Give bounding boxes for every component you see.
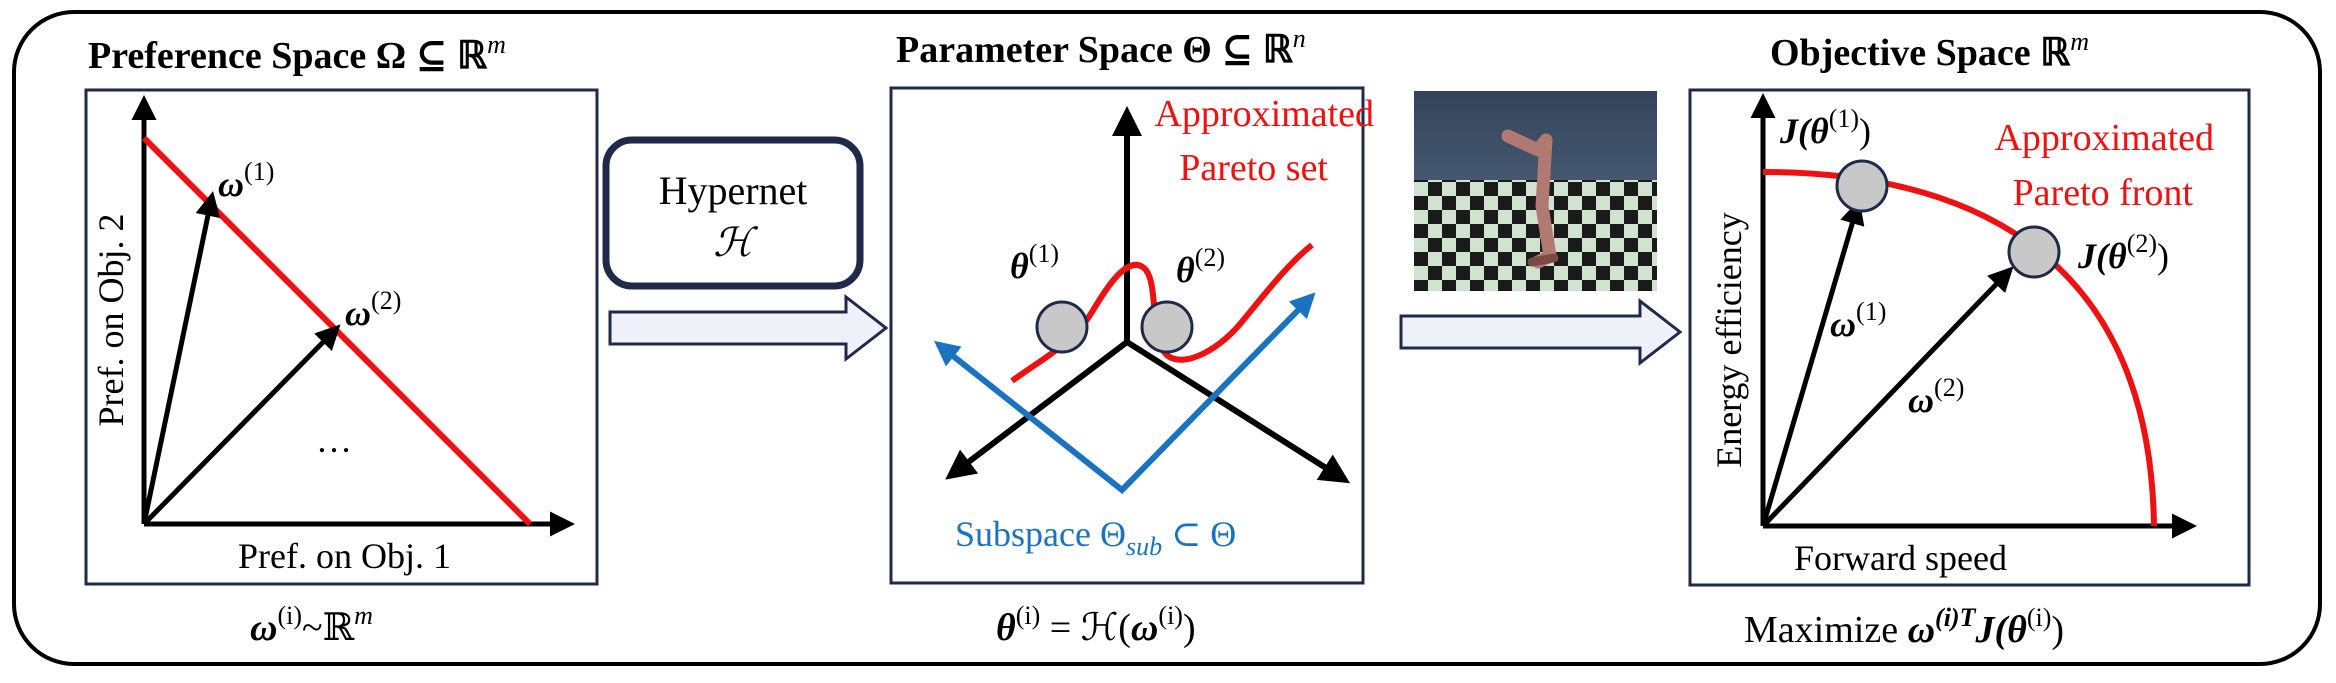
objective-ylabel: Energy efficiency	[1709, 212, 1749, 468]
preference-plot-box	[84, 88, 599, 586]
hypernet-label: Hypernet	[659, 168, 808, 213]
simulation-image	[1399, 91, 1683, 367]
checker-floor	[1414, 180, 1657, 291]
theta2-node	[1140, 300, 1194, 354]
subspace-label: Subspace Θsub ⊂ Θ	[955, 514, 1236, 561]
objective-title: Objective Space ℝm	[1770, 27, 2089, 74]
preference-xlabel: Pref. on Obj. 1	[238, 536, 451, 576]
pareto-front-curve	[1762, 169, 2157, 527]
simulation-arrow	[1399, 297, 1683, 367]
j1-label: J(θ(1))	[1779, 104, 1871, 151]
omega2-label: ω(2)	[345, 286, 401, 333]
objective-plot-box	[1688, 88, 2251, 587]
j2-node	[2007, 225, 2061, 279]
pareto-front-label-2: Pareto front	[2013, 172, 2194, 214]
omega1-obj-label: ω(1)	[1830, 297, 1886, 344]
omega2-arrow	[142, 324, 341, 526]
subspace-vshape	[934, 292, 1316, 495]
omega1-arrow	[141, 191, 221, 525]
theta1-label: θ(1)	[1010, 239, 1059, 286]
ellipsis: …	[316, 420, 352, 460]
param-axis-right	[1125, 339, 1351, 484]
preference-panel: Preference Space Ω ⊆ ℝm ω(1) ω(2) … Pref…	[84, 30, 599, 649]
omega2-arrow-obj	[1761, 266, 2014, 528]
preference-ylabel: Pref. on Obj. 2	[91, 214, 131, 427]
omega2-obj-label: ω(2)	[1908, 373, 1964, 420]
objective-xlabel: Forward speed	[1794, 538, 2007, 578]
hypernet-box	[602, 136, 864, 290]
theta2-label: θ(2)	[1176, 243, 1225, 290]
omega1-label: ω(1)	[218, 157, 274, 204]
parameter-plot-box	[889, 86, 1365, 585]
hypernet-symbol: ℋ	[713, 220, 758, 265]
outer-border	[12, 10, 2322, 666]
j2-label: J(θ(2))	[2077, 229, 2169, 276]
hypernet-arrow	[608, 293, 889, 363]
objective-formula: Maximize ω(i)TJ(θ(i))	[1744, 603, 2064, 651]
parameter-formula: θ(i) = ℋ(ω(i))	[996, 601, 1196, 649]
parameter-title: Parameter Space Θ ⊆ ℝn	[896, 24, 1306, 71]
pareto-set-label-1: Approximated	[1154, 93, 1374, 135]
objective-panel: Objective Space ℝm J(θ(1)) J(θ(2)) Appro…	[1688, 27, 2251, 651]
pareto-front-label-1: Approximated	[1994, 117, 2214, 159]
parameter-panel: Parameter Space Θ ⊆ ℝn θ(1) θ(2) Approxi…	[889, 24, 1374, 649]
j1-node	[1835, 159, 1889, 213]
theta1-node	[1035, 300, 1089, 354]
omega1-arrow-obj	[1760, 199, 1865, 527]
pareto-set-label-2: Pareto set	[1179, 147, 1328, 189]
preference-formula: ω(i)~ℝm	[250, 601, 373, 649]
preference-title: Preference Space Ω ⊆ ℝm	[88, 30, 506, 77]
hypernet-block: Hypernet ℋ	[602, 136, 889, 363]
